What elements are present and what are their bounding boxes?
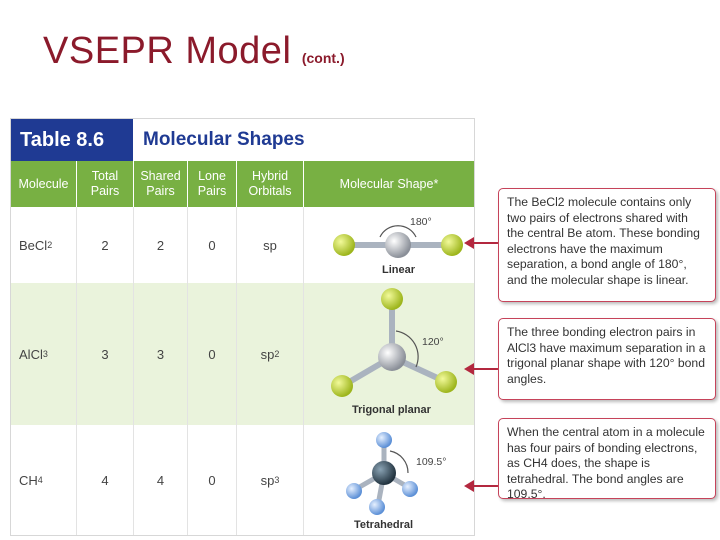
cell-shared: 2 [134, 207, 188, 283]
hydrogen-atom [402, 481, 418, 497]
cell-total: 3 [77, 283, 134, 425]
angle-arc [379, 225, 417, 238]
angle-arc [389, 450, 409, 474]
cell-shape: 120° Trigonal planar [304, 283, 474, 425]
cell-lone: 0 [188, 425, 237, 535]
angle-label: 120° [422, 336, 444, 348]
col-header-shared-pairs: Shared Pairs [134, 161, 188, 207]
column-headers: Molecule Total Pairs Shared Pairs Lone P… [11, 161, 474, 207]
callout-arrow [464, 480, 498, 492]
cell-total: 2 [77, 207, 134, 283]
hydrogen-atom [376, 432, 392, 448]
angle-arc [395, 330, 419, 368]
cell-shape: 109.5° Tetrahedral [304, 425, 474, 535]
table-header-bar: Table 8.6 Molecular Shapes [11, 119, 474, 161]
hydrogen-atom [346, 483, 362, 499]
col-header-lone-pairs: Lone Pairs [188, 161, 237, 207]
tetrahedral-molecule-diagram: 109.5° Tetrahedral [346, 432, 446, 531]
chlorine-atom [333, 234, 355, 256]
slide-title: VSEPR Model (cont.) [43, 30, 345, 73]
shape-label: Trigonal planar [352, 404, 432, 416]
col-header-hybrid-orbitals: Hybrid Orbitals [237, 161, 304, 207]
slide-title-sub: (cont.) [301, 50, 345, 66]
aluminum-atom [378, 343, 406, 371]
chlorine-atom [381, 288, 403, 310]
chlorine-atom [435, 371, 457, 393]
cell-hybrid: sp [237, 207, 304, 283]
callout-trigonal-planar: The three bonding electron pairs in AlCl… [498, 318, 716, 400]
cell-total: 4 [77, 425, 134, 535]
angle-label: 109.5° [416, 456, 446, 468]
shape-label: Tetrahedral [354, 519, 413, 531]
table-title: Molecular Shapes [143, 129, 305, 150]
carbon-atom [372, 461, 396, 485]
angle-label: 180° [410, 216, 432, 228]
cell-shared: 3 [134, 283, 188, 425]
slide-title-main: VSEPR Model [43, 30, 292, 72]
hydrogen-atom [369, 499, 385, 515]
chlorine-atom [331, 375, 353, 397]
chlorine-atom [441, 234, 463, 256]
cell-shape: 180° Linear [304, 207, 474, 283]
cell-lone: 0 [188, 207, 237, 283]
callout-linear: The BeCl2 molecule contains only two pai… [498, 188, 716, 302]
shape-label: Linear [382, 264, 416, 276]
callout-tetrahedral: When the central atom in a molecule has … [498, 418, 716, 501]
col-header-molecular-shape: Molecular Shape* [339, 176, 439, 191]
linear-molecule-diagram: 180° Linear [333, 216, 463, 276]
table-number: Table 8.6 [11, 119, 133, 161]
callout-arrow [464, 237, 498, 249]
cell-lone: 0 [188, 283, 237, 425]
beryllium-atom [385, 232, 411, 258]
trigonal-planar-molecule-diagram: 120° Trigonal planar [331, 288, 457, 416]
callout-arrow [464, 363, 498, 375]
cell-shared: 4 [134, 425, 188, 535]
col-header-molecule: Molecule [11, 161, 77, 207]
molecular-shapes-table: Table 8.6 Molecular Shapes Molecule Tota… [10, 118, 475, 536]
col-header-total-pairs: Total Pairs [77, 161, 134, 207]
